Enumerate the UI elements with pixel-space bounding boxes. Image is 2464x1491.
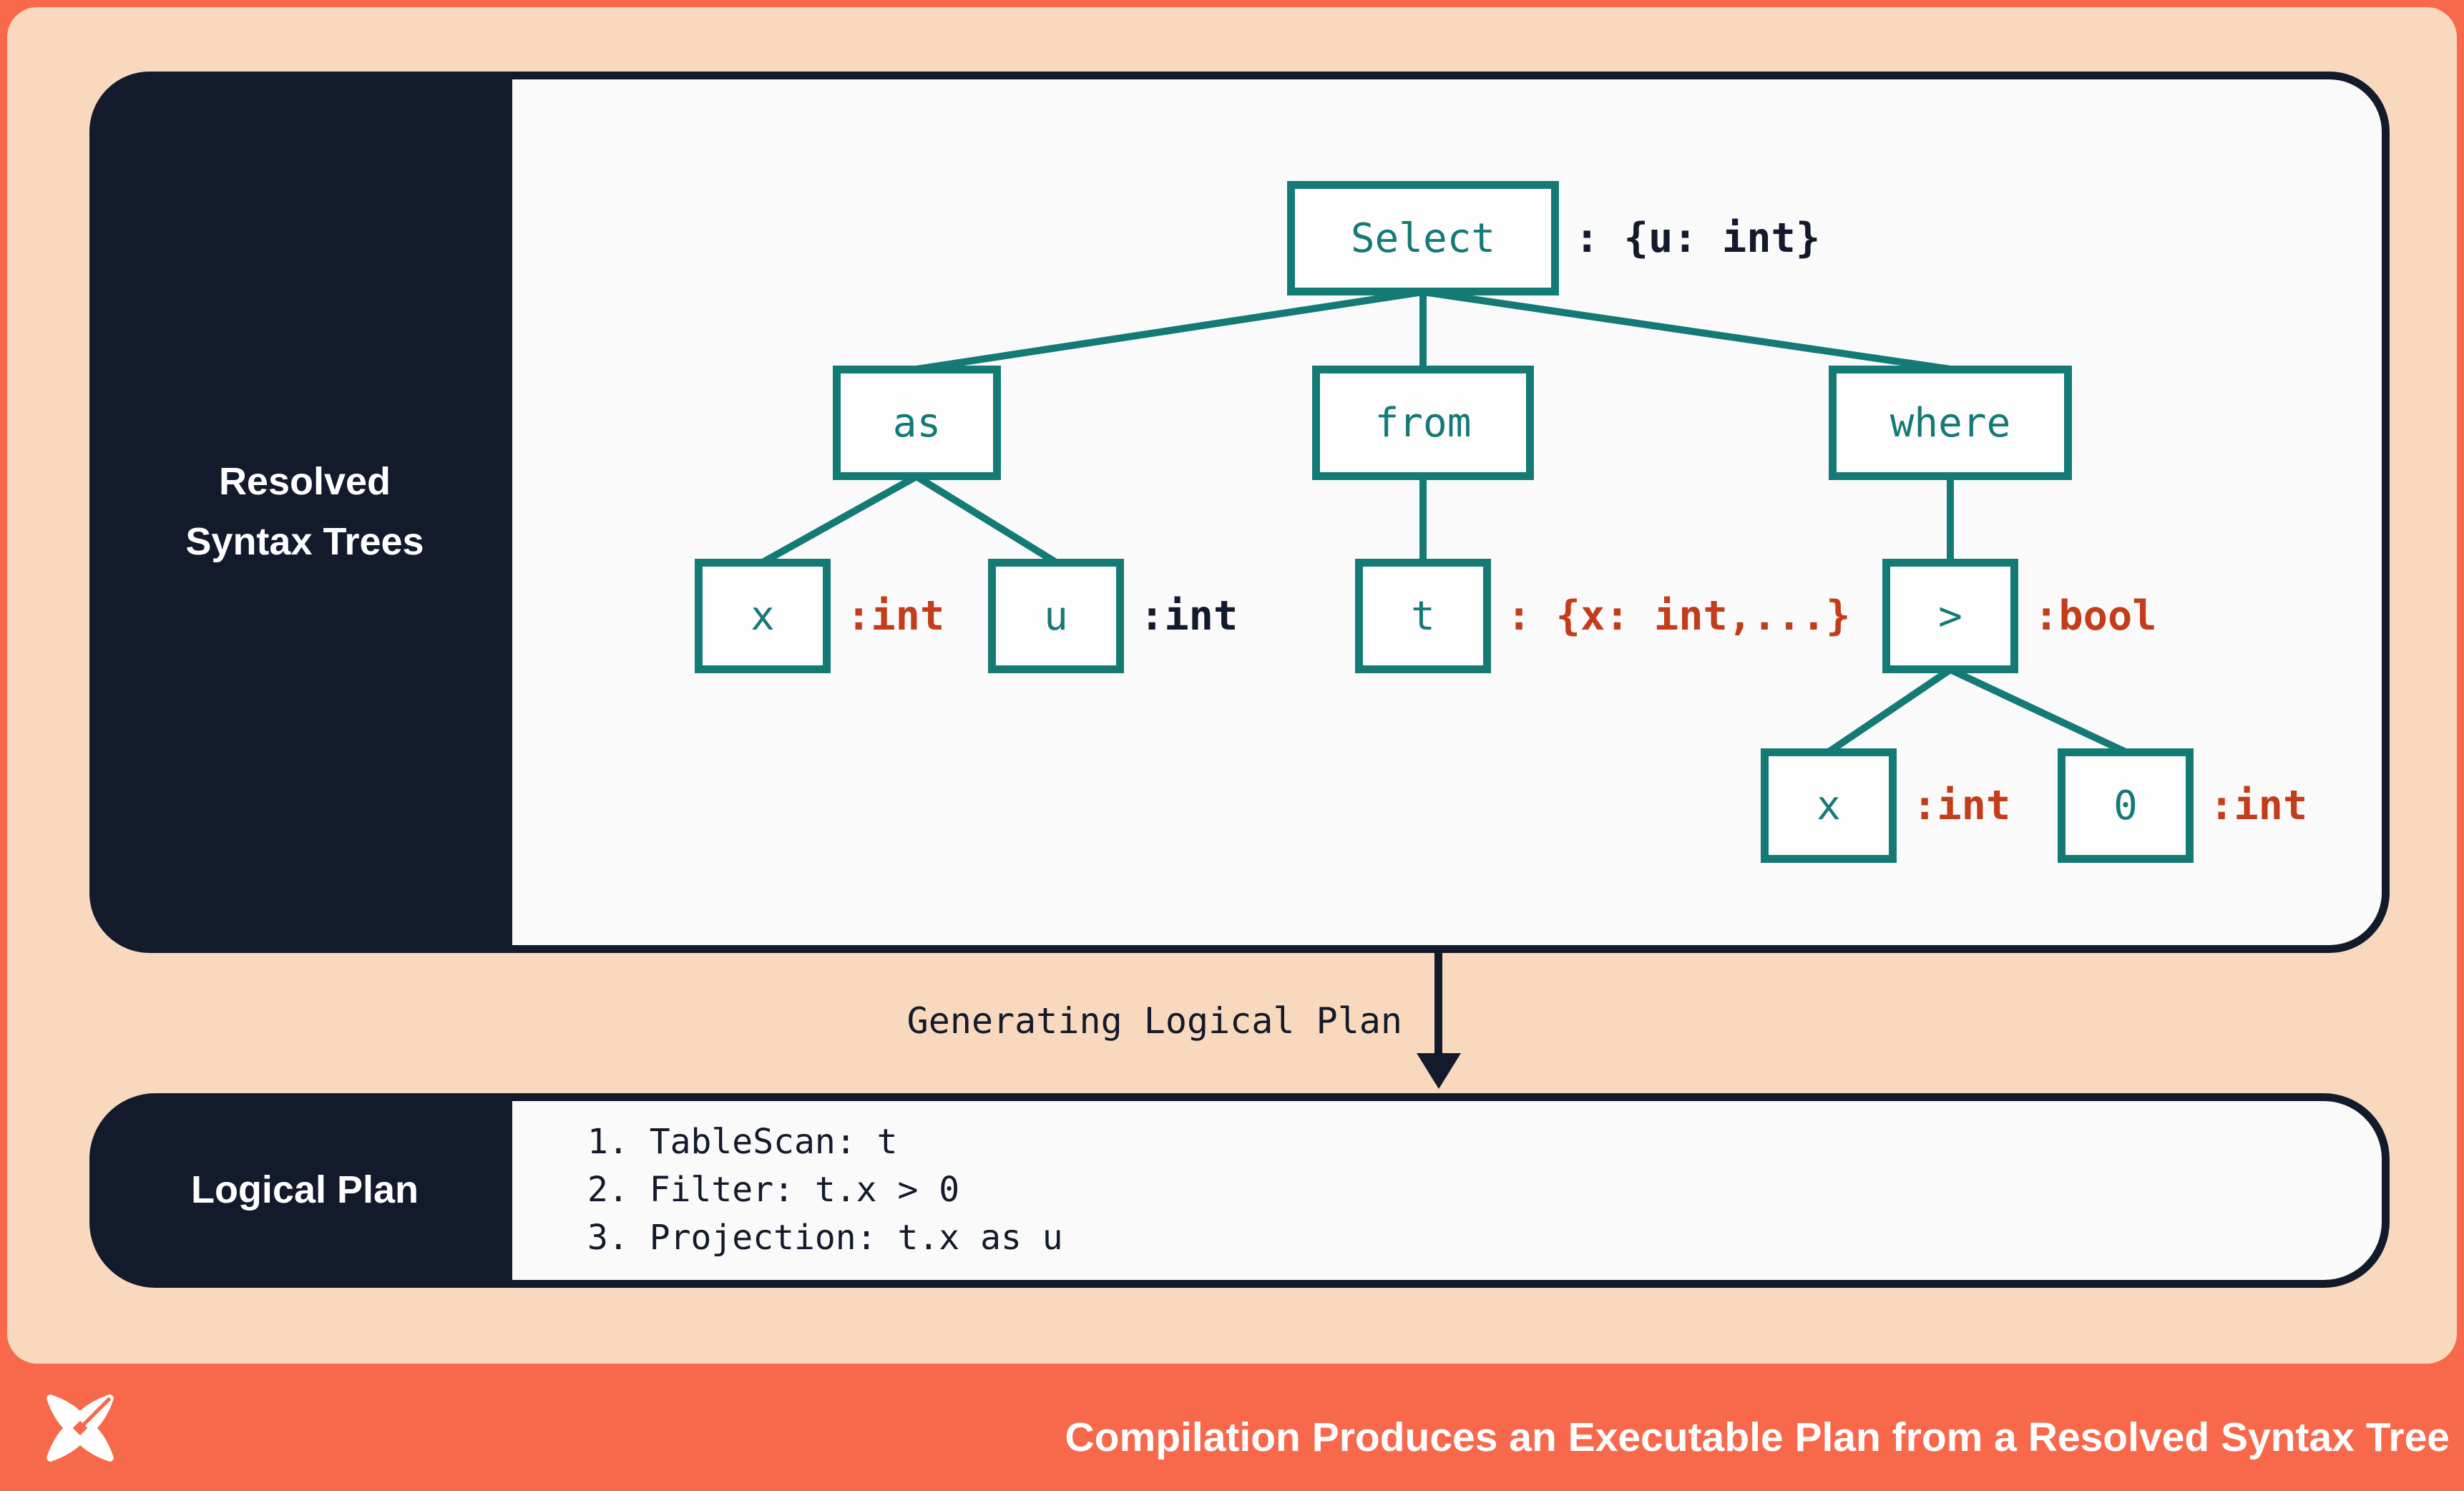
tree-node-where-label: where (1889, 399, 2011, 446)
tree-node-from-box: from (1312, 366, 1534, 480)
dbt-star-logo-icon (43, 1391, 117, 1469)
tree-node-greater-than-label: > (1938, 592, 1962, 640)
tree-node-from-label: from (1374, 399, 1472, 446)
tree-node-select-box: Select (1287, 181, 1559, 295)
tree-node-t-label: t (1411, 592, 1435, 640)
tree-node-greater-than-box: > (1882, 559, 2018, 673)
tree-node-x-compare-box: x (1761, 748, 1897, 863)
logical-plan-panel: Logical Plan 1. TableScan: t 2. Filter: … (89, 1093, 2390, 1288)
footer-caption: Compilation Produces an Executable Plan … (1065, 1414, 2450, 1460)
type-annotation-u: :int (1140, 592, 1238, 640)
tree-node-from: from (1312, 366, 1534, 480)
tree-node-x-compare-label: x (1817, 782, 1841, 829)
type-annotation-x-compare: :int (1912, 782, 2011, 829)
tree-node-as-label: as (892, 399, 942, 446)
tree-node-x-label: x (751, 592, 775, 640)
tree-node-as: as (833, 366, 1001, 480)
bottom-panel-title: Logical Plan (190, 1168, 419, 1212)
syntax-tree-canvas: Select : {u: int} as from where (512, 79, 2382, 945)
top-panel-title-line1: Resolved (218, 460, 391, 504)
type-annotation-t: : {x: int,...} (1507, 592, 1851, 640)
tree-node-as-box: as (833, 366, 1001, 480)
top-panel-title-line2: Syntax Trees (185, 520, 424, 563)
type-annotation-zero: :int (2209, 782, 2308, 829)
tree-node-u-box: u (988, 559, 1124, 673)
logical-plan-step-3: 3. Projection: t.x as u (587, 1218, 1063, 1258)
top-panel-sidebar: Resolved Syntax Trees (97, 79, 512, 945)
down-arrow-icon (1417, 1053, 1461, 1089)
top-panel-title: Resolved Syntax Trees (185, 452, 424, 572)
tree-node-zero: 0 :int (2058, 748, 2307, 863)
logical-plan-step-1: 1. TableScan: t (587, 1122, 898, 1162)
logical-plan-content: 1. TableScan: t 2. Filter: t.x > 0 3. Pr… (512, 1101, 2382, 1280)
tree-edges (761, 288, 2128, 756)
tree-node-t: t : {x: int,...} (1355, 559, 1850, 673)
down-arrow-line (1434, 953, 1442, 1060)
bottom-panel-sidebar: Logical Plan (97, 1101, 512, 1280)
tree-node-select-label: Select (1350, 215, 1496, 262)
tree-node-zero-box: 0 (2058, 748, 2194, 863)
transition-label: Generating Logical Plan (906, 1000, 1402, 1042)
tree-node-where: where (1829, 366, 2072, 480)
tree-node-t-box: t (1355, 559, 1491, 673)
type-annotation-greater-than: :bool (2034, 592, 2157, 640)
type-annotation-x: :int (846, 592, 945, 640)
logical-plan-step-2: 2. Filter: t.x > 0 (587, 1170, 960, 1210)
tree-node-select: Select : {u: int} (1287, 181, 1820, 295)
tree-node-u-label: u (1044, 592, 1068, 640)
tree-node-u: u :int (988, 559, 1238, 673)
tree-node-where-box: where (1829, 366, 2072, 480)
tree-node-greater-than: > :bool (1882, 559, 2157, 673)
resolved-syntax-trees-panel: Resolved Syntax Trees (89, 72, 2390, 953)
tree-node-x-as-child: x :int (695, 559, 944, 673)
logical-plan-steps: 1. TableScan: t 2. Filter: t.x > 0 3. Pr… (512, 1101, 2382, 1262)
tree-node-zero-label: 0 (2113, 782, 2138, 829)
type-annotation-select: : {u: int} (1575, 215, 1821, 262)
tree-node-x-box: x (695, 559, 831, 673)
tree-node-x-compare: x :int (1761, 748, 2010, 863)
